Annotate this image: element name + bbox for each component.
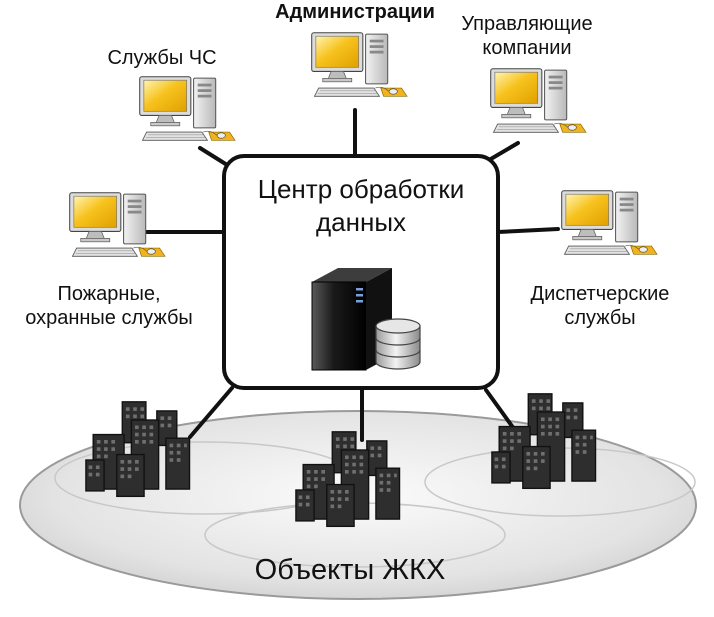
label-fire-line2: охранные службы bbox=[25, 307, 193, 329]
server-icon bbox=[311, 268, 392, 371]
label-administration: Администрации bbox=[275, 1, 435, 23]
label-utility-objects: Объекты ЖКХ bbox=[254, 554, 446, 586]
link-buildings-left bbox=[188, 386, 234, 439]
database-icon bbox=[375, 318, 421, 370]
data-center-title-line1: Центр обработки bbox=[257, 174, 465, 204]
label-management: Управляющие компании bbox=[432, 12, 622, 60]
computer-emergency-icon bbox=[139, 76, 236, 141]
label-emergency: Службы ЧС bbox=[107, 47, 217, 69]
link-dispatch bbox=[496, 227, 560, 234]
computer-dispatch-icon bbox=[561, 190, 658, 255]
label-dispatch-line1: Диспетчерские bbox=[530, 283, 670, 305]
buildings-right-icon bbox=[491, 393, 597, 490]
label-fire: Пожарные, охранные службы bbox=[6, 282, 212, 330]
data-center-title: Центр обработки данных bbox=[224, 173, 498, 240]
label-dispatch: Диспетчерские службы bbox=[512, 282, 688, 330]
buildings-left-icon bbox=[85, 401, 191, 498]
label-management-line1: Управляющие bbox=[461, 13, 593, 35]
label-fire-line1: Пожарные, bbox=[57, 283, 161, 305]
label-management-line2: компании bbox=[482, 37, 572, 59]
label-dispatch-line2: службы bbox=[564, 307, 636, 329]
computer-management-icon bbox=[490, 68, 587, 133]
data-center-title-line2: данных bbox=[315, 207, 407, 238]
computer-fire-icon bbox=[69, 192, 166, 257]
computer-administration-icon bbox=[311, 32, 408, 97]
